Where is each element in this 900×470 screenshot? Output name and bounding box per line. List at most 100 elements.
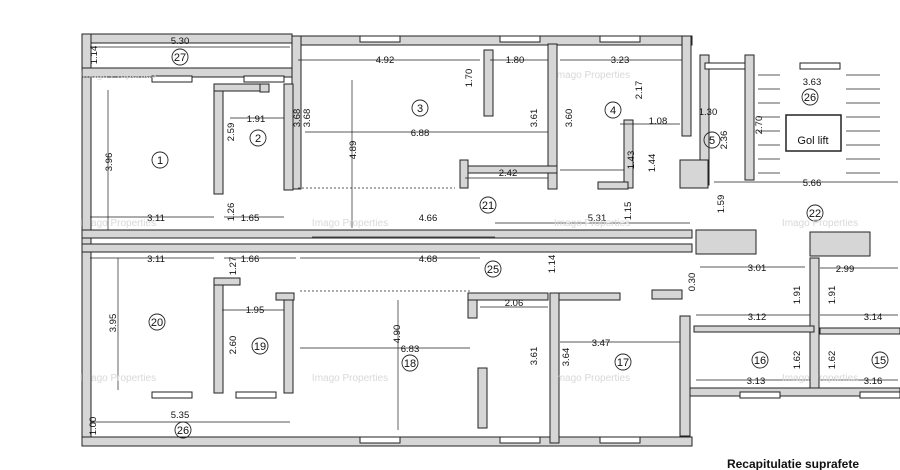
wall-segment <box>651 289 683 300</box>
dimension-label: 3.12 <box>748 312 767 323</box>
dimension-label: 1.62 <box>792 351 803 370</box>
wall-segment <box>213 83 261 92</box>
dimension-label: 3.11 <box>147 213 165 224</box>
room-number: 4 <box>610 105 616 117</box>
wall-segment <box>283 292 294 394</box>
room-number: 16 <box>754 355 766 367</box>
dimension-label: 3.63 <box>803 77 822 88</box>
dimension-label: 1.66 <box>241 254 260 265</box>
room-marker <box>171 48 189 66</box>
dimension-label: 2.59 <box>226 123 237 142</box>
dimension-label: 3.14 <box>864 312 883 323</box>
window <box>235 391 277 399</box>
room-marker <box>614 353 632 371</box>
room-number: 22 <box>809 208 821 220</box>
dimension-label: 1.26 <box>226 203 237 222</box>
window <box>359 35 401 43</box>
dimension-label: 0.30 <box>687 273 698 292</box>
room-marker <box>251 337 269 355</box>
wall-segment <box>809 257 820 389</box>
watermark: Imago Properties <box>782 373 858 384</box>
dimension-label: 1.14 <box>89 46 100 65</box>
dimension-label: 1.15 <box>623 202 634 221</box>
watermark: Imago Properties <box>312 218 388 229</box>
room-marker <box>604 101 622 119</box>
wall-segment <box>549 292 621 301</box>
wall-segment <box>459 159 469 189</box>
room-number: 25 <box>487 264 499 276</box>
watermark: Imago Properties <box>80 218 156 229</box>
dimension-label: 3.47 <box>592 338 611 349</box>
dimension-label: 3.68 <box>292 109 303 128</box>
dimension-label: 3.68 <box>302 109 313 128</box>
room-marker <box>174 421 192 439</box>
room-number: 26 <box>804 92 816 104</box>
window <box>859 391 900 399</box>
wall-segment <box>679 315 691 437</box>
dimension-lines <box>90 46 898 430</box>
lift-label: Gol lift <box>797 135 828 147</box>
window <box>359 436 401 444</box>
dimension-label: 3.96 <box>104 153 115 172</box>
wall-segment <box>693 325 815 333</box>
walls <box>81 33 900 447</box>
wall-segment <box>547 43 558 190</box>
dimension-label: 4.68 <box>419 254 438 265</box>
footer-title: Recapitulatie suprafete <box>727 457 859 470</box>
dimension-label: 1.08 <box>649 116 668 127</box>
dimension-label: 1.70 <box>464 69 475 88</box>
window <box>704 62 746 70</box>
wall-segment <box>81 243 693 253</box>
wall-segment <box>681 35 692 137</box>
dimension-label: 4.92 <box>376 55 395 66</box>
dimension-label: 1.80 <box>506 55 525 66</box>
dimension-label: 2.42 <box>499 168 518 179</box>
room-number: 2 <box>255 133 261 145</box>
room-number: 17 <box>617 357 629 369</box>
wall-segment <box>597 181 629 190</box>
dimension-label: 2.36 <box>719 131 730 150</box>
dimension-label: 3.16 <box>864 376 883 387</box>
wall-segment <box>819 327 900 335</box>
room-marker <box>871 351 889 369</box>
watermark: Imago Properties <box>554 70 630 81</box>
dimension-label: 1.44 <box>647 154 658 173</box>
wall-segment <box>213 277 224 394</box>
room-marker <box>479 196 497 214</box>
dimension-label: 3.95 <box>108 314 119 333</box>
wall-segment <box>549 292 560 444</box>
dimension-label: 1.91 <box>247 114 266 125</box>
wall-segment <box>275 292 295 301</box>
dimension-label: 2.60 <box>228 336 239 355</box>
dimension-label: 2.06 <box>505 298 524 309</box>
room-marker <box>411 99 429 117</box>
room-number: 27 <box>174 52 186 64</box>
dimension-label: 5.30 <box>171 36 190 47</box>
room-number: 1 <box>157 155 163 167</box>
dimension-label: 2.70 <box>754 116 765 135</box>
wall-segment <box>467 292 549 301</box>
dimension-label: 3.23 <box>611 55 630 66</box>
wall-segment <box>744 54 755 181</box>
dimension-label: 4.90 <box>392 325 403 344</box>
dimension-label: 6.88 <box>411 128 430 139</box>
wall-segment <box>259 83 270 93</box>
room-marker <box>751 351 769 369</box>
wall-segment <box>483 49 494 117</box>
dimension-label: 4.66 <box>419 213 438 224</box>
room-number: 21 <box>482 200 494 212</box>
dimension-label: 5.35 <box>171 410 190 421</box>
room-number: 5 <box>709 135 715 147</box>
window <box>151 391 193 399</box>
dimension-label: 3.11 <box>147 254 165 265</box>
dimension-label: 1.62 <box>827 351 838 370</box>
watermark: Imago Properties <box>80 373 156 384</box>
wall-segment <box>695 229 757 255</box>
room-marker <box>801 88 819 106</box>
dimension-label: 3.13 <box>747 376 766 387</box>
wall-segment <box>283 83 294 191</box>
wall-segment <box>477 367 488 429</box>
wall-segment <box>81 229 693 239</box>
